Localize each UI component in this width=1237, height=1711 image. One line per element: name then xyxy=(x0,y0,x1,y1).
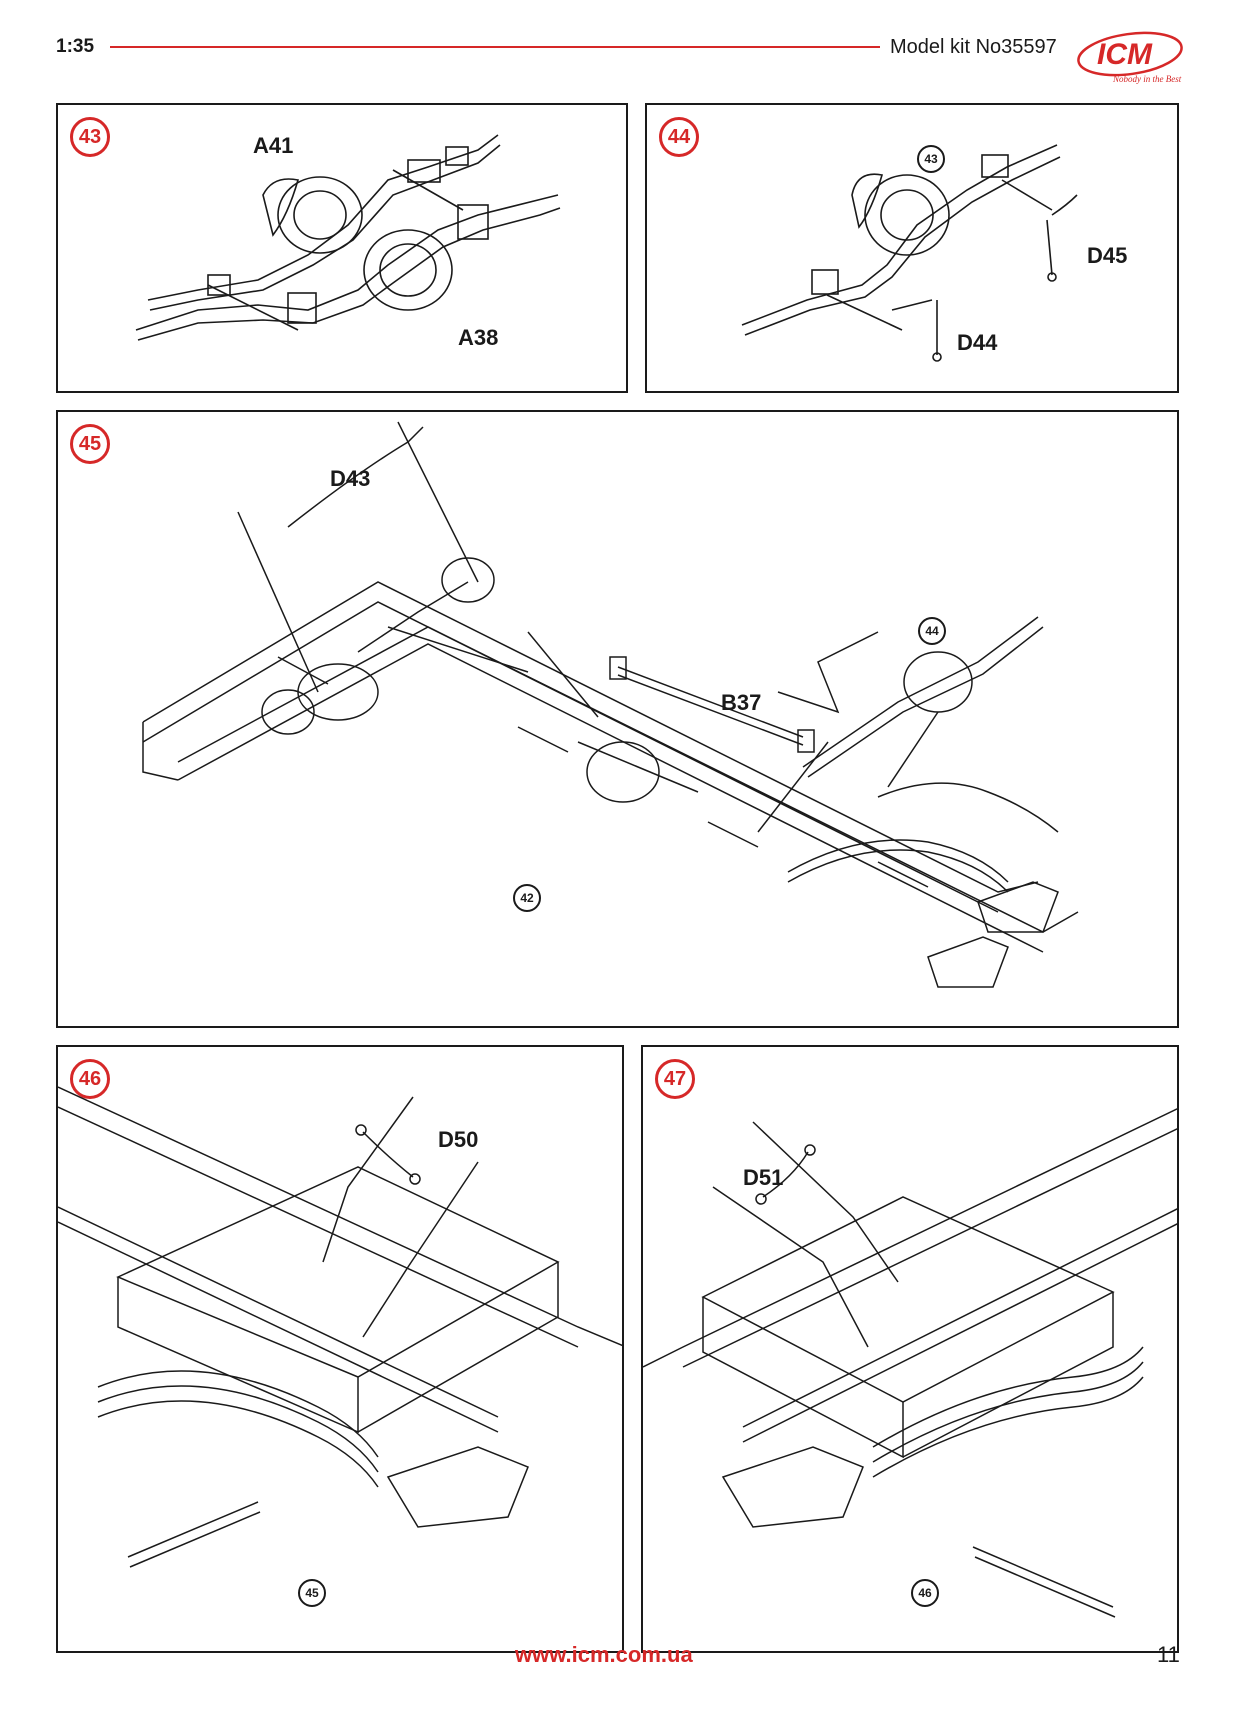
part-label-b37: B37 xyxy=(721,690,762,715)
step-45-drawing xyxy=(142,421,1079,988)
reference-step-43: 43 xyxy=(917,145,945,173)
step-45-panel: 45 D43 B37 44 42 xyxy=(56,410,1179,1028)
part-label-d43: D43 xyxy=(330,466,371,491)
reference-step-46: 46 xyxy=(911,1579,939,1607)
part-label-d50: D50 xyxy=(438,1127,479,1152)
step-number: 45 xyxy=(70,424,110,464)
step-number: 44 xyxy=(659,117,699,157)
step-number: 47 xyxy=(655,1059,695,1099)
step-47-drawing xyxy=(643,1108,1177,1618)
part-label-a41: A41 xyxy=(253,133,294,158)
reference-step-42: 42 xyxy=(513,884,541,912)
step-number: 46 xyxy=(70,1059,110,1099)
logo-tagline: Nobody in the Best xyxy=(1112,74,1182,84)
step-46-panel: 46 D50 45 xyxy=(56,1045,624,1653)
reference-step-45: 45 xyxy=(298,1579,326,1607)
step-43-panel: 43 A41 A38 xyxy=(56,103,628,393)
step-43-drawing xyxy=(135,134,561,341)
part-label-d51: D51 xyxy=(743,1165,784,1190)
part-label-a38: A38 xyxy=(458,325,499,350)
logo-text: ICM xyxy=(1097,38,1153,71)
step-46-drawing xyxy=(58,1086,622,1568)
step-44-drawing xyxy=(741,144,1078,362)
reference-step-44: 44 xyxy=(918,617,946,645)
part-label-d45: D45 xyxy=(1087,243,1128,268)
part-label-d44: D44 xyxy=(957,330,998,355)
step-47-panel: 47 D51 46 xyxy=(641,1045,1179,1653)
website-link[interactable]: www.icm.com.ua xyxy=(515,1642,693,1667)
scale-label: 1:35 xyxy=(56,36,95,57)
model-kit-number: Model kit No35597 xyxy=(890,36,1057,58)
header-rule xyxy=(110,46,880,48)
page-number: 11 xyxy=(1157,1642,1180,1667)
icm-logo: ICM Nobody in the Best xyxy=(1075,26,1185,88)
step-44-panel: 44 43 D45 D44 xyxy=(645,103,1179,393)
step-number: 43 xyxy=(70,117,110,157)
